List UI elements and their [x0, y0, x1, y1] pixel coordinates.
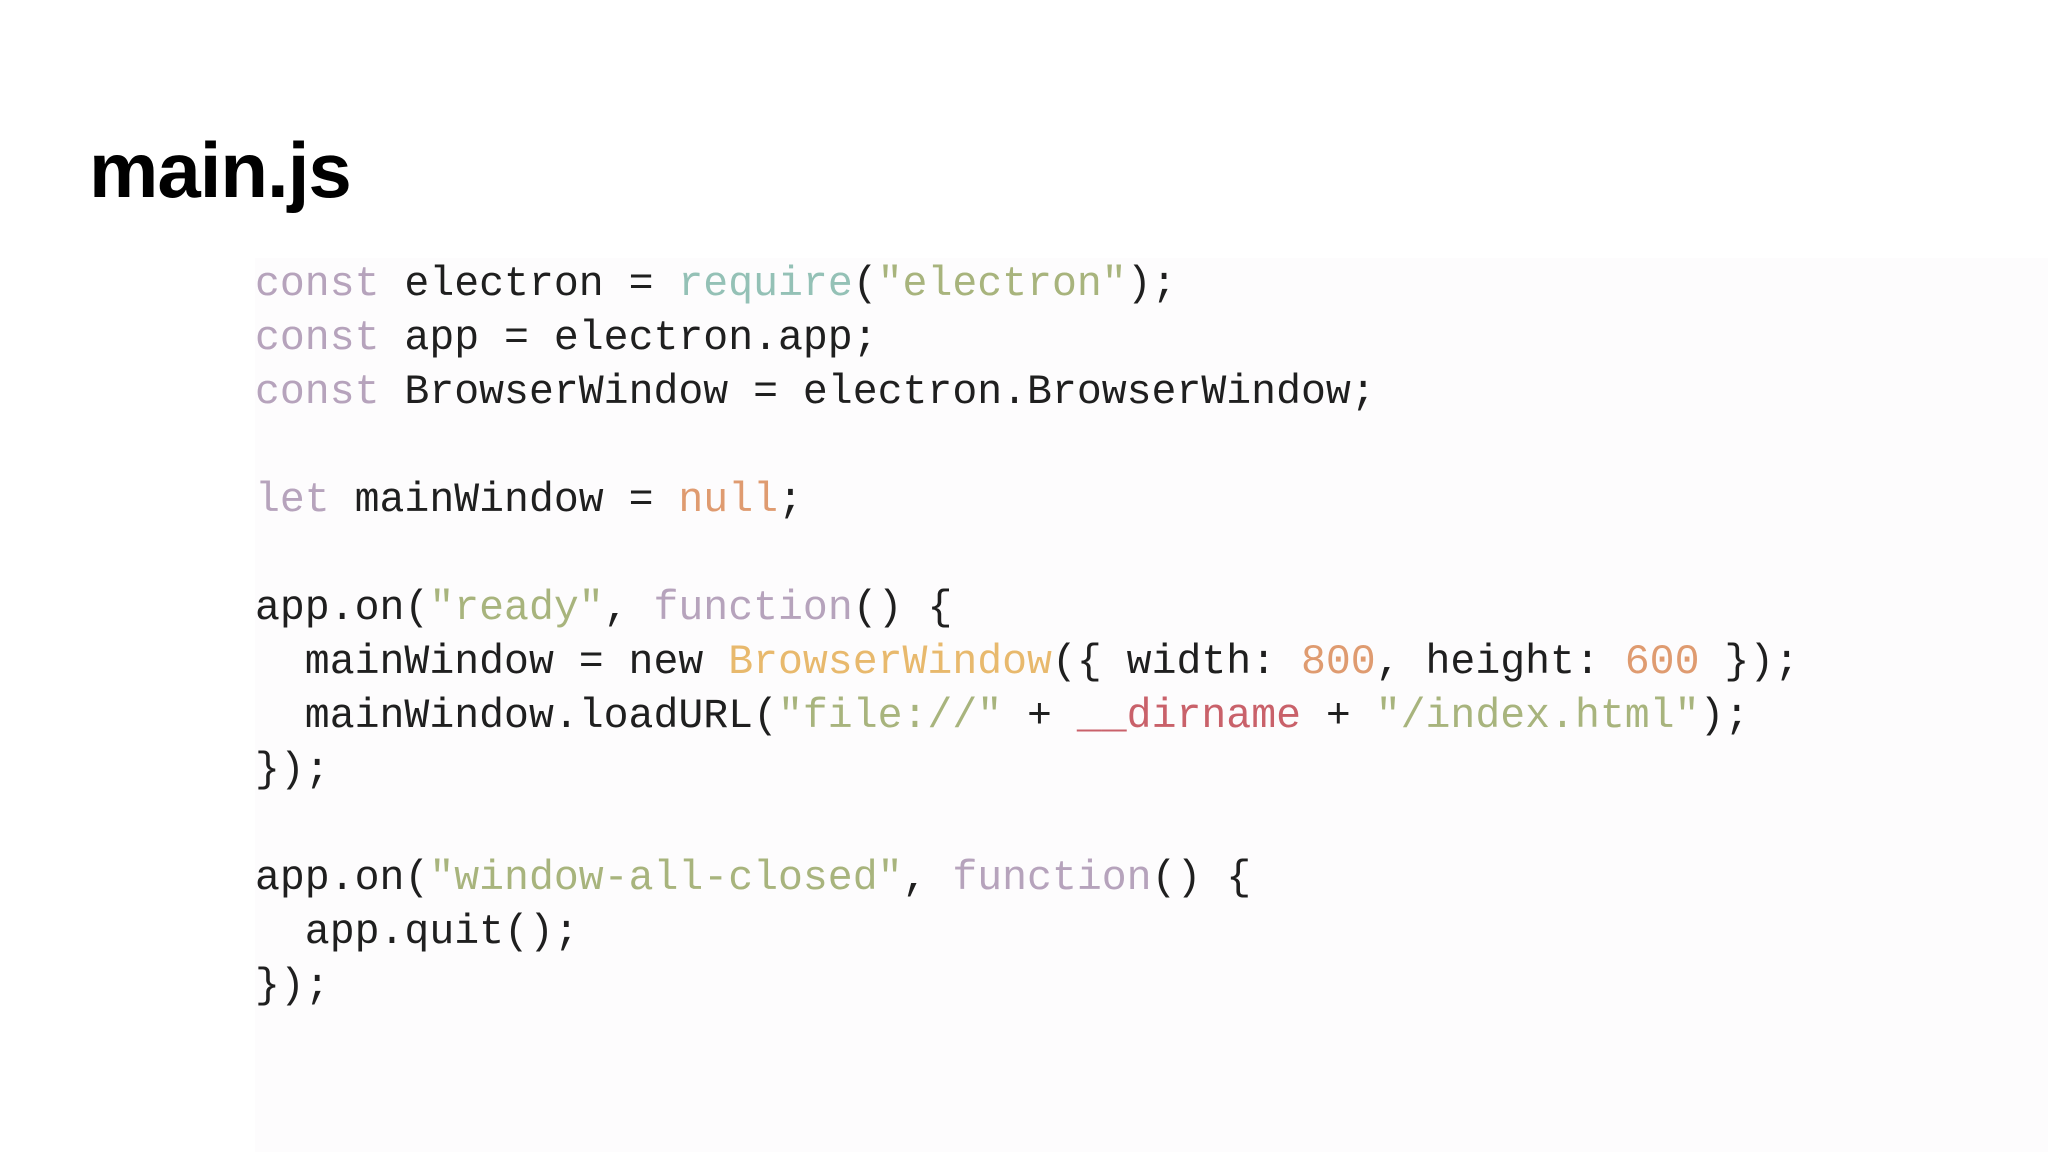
code-token: () {: [1151, 855, 1252, 902]
code-line: const app = electron.app;: [255, 312, 1799, 366]
code-token: app.on(: [255, 855, 430, 902]
code-token: "/index.html": [1375, 693, 1700, 740]
code-token: +: [1002, 693, 1077, 740]
code-line: [255, 528, 1799, 582]
code-token: );: [1699, 693, 1750, 740]
code-token: , height:: [1375, 639, 1625, 686]
code-token: BrowserWindow: [728, 639, 1052, 686]
code-token: const: [255, 315, 380, 362]
code-token: });: [255, 747, 330, 794]
code-token: ,: [902, 855, 953, 902]
code-token: electron =: [379, 261, 679, 308]
code-token: 800: [1301, 639, 1376, 686]
code-token: });: [255, 963, 330, 1010]
code-token: "electron": [877, 261, 1127, 308]
code-line: app.quit();: [255, 906, 1799, 960]
code-token: null: [678, 477, 779, 524]
code-token: "window-all-closed": [429, 855, 903, 902]
code-line: });: [255, 960, 1799, 1014]
code-token: BrowserWindow = electron.BrowserWindow;: [379, 369, 1376, 416]
code-token: (: [852, 261, 878, 308]
code-token: const: [255, 369, 380, 416]
code-token: ;: [778, 477, 803, 524]
code-token: mainWindow =: [329, 477, 679, 524]
code-token: mainWindow = new: [255, 639, 729, 686]
code-token: mainWindow.loadURL(: [255, 693, 778, 740]
code-token: app = electron.app;: [379, 315, 878, 362]
code-line: let mainWindow = null;: [255, 474, 1799, 528]
code-panel: const electron = require("electron");con…: [255, 258, 2048, 1152]
code-token: ({ width:: [1051, 639, 1301, 686]
code-token: "file://": [778, 693, 1003, 740]
code-token: );: [1126, 261, 1177, 308]
code-token: __dirname: [1076, 693, 1301, 740]
code-token: const: [255, 261, 380, 308]
code-line: const BrowserWindow = electron.BrowserWi…: [255, 366, 1799, 420]
code-token: function: [952, 855, 1152, 902]
code-token: () {: [852, 585, 953, 632]
code-line: [255, 798, 1799, 852]
code-line: mainWindow.loadURL("file://" + __dirname…: [255, 690, 1799, 744]
code-token: "ready": [429, 585, 604, 632]
code-token: +: [1301, 693, 1376, 740]
code-token: function: [653, 585, 853, 632]
code-line: [255, 420, 1799, 474]
slide-title: main.js: [89, 126, 352, 214]
code-token: require: [678, 261, 853, 308]
code-block: const electron = require("electron");con…: [255, 258, 1799, 1014]
code-token: app.on(: [255, 585, 430, 632]
code-line: });: [255, 744, 1799, 798]
code-line: mainWindow = new BrowserWindow({ width: …: [255, 636, 1799, 690]
code-line: app.on("window-all-closed", function() {: [255, 852, 1799, 906]
code-token: ,: [603, 585, 654, 632]
code-token: let: [255, 477, 330, 524]
code-token: 600: [1624, 639, 1700, 686]
code-line: const electron = require("electron");: [255, 258, 1799, 312]
code-line: app.on("ready", function() {: [255, 582, 1799, 636]
code-token: });: [1699, 639, 1800, 686]
code-token: app.quit();: [255, 909, 579, 956]
